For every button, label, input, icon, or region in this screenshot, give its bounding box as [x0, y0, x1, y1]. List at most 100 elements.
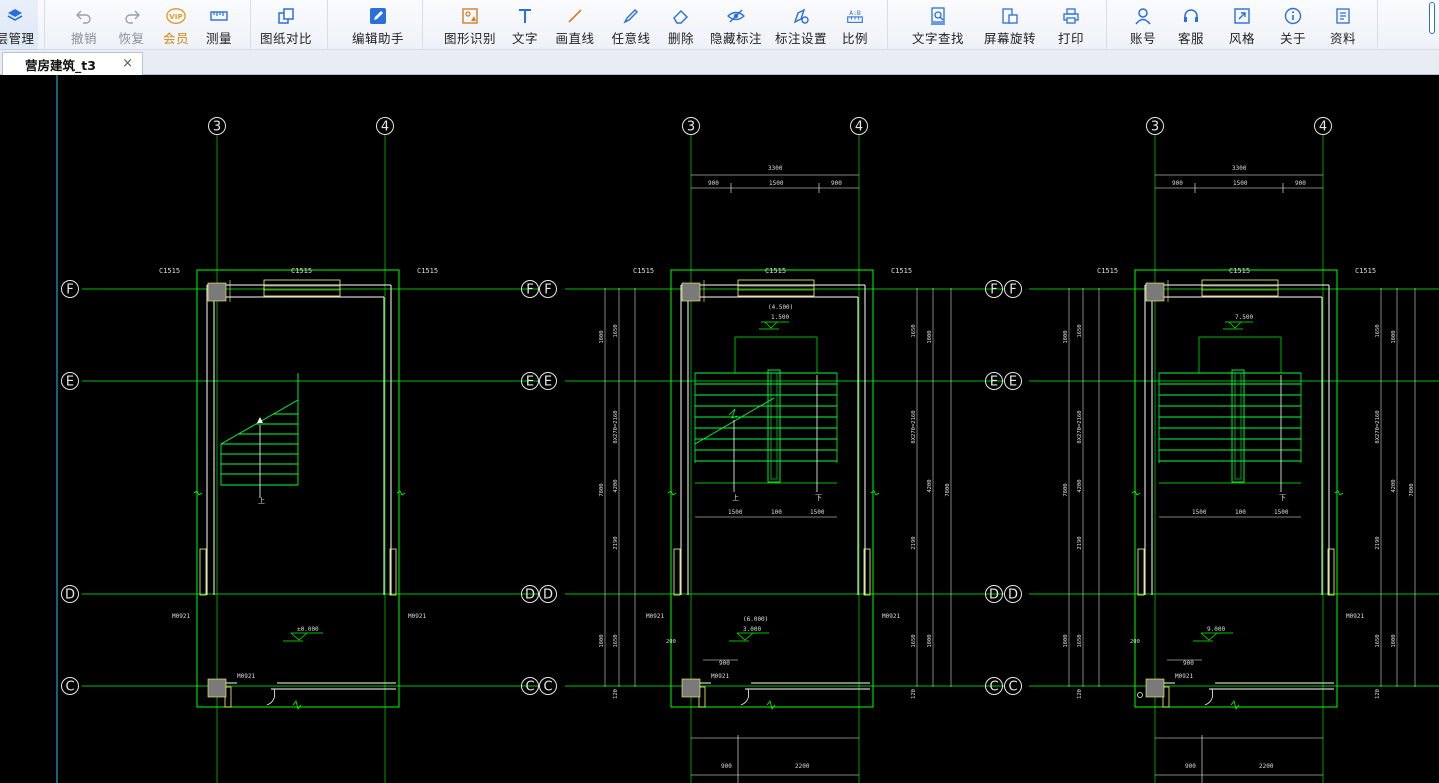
axis-label: E	[526, 375, 534, 390]
dim-right: 1650	[1375, 634, 1381, 647]
print-button[interactable]: 打印	[1046, 0, 1096, 50]
dim-left: 1800	[599, 330, 605, 343]
tab-title: 营房建筑_t3	[25, 57, 96, 73]
axis-label: D	[989, 588, 999, 603]
dim-mid-right: 1500	[810, 509, 825, 516]
svg-text:VIP: VIP	[169, 12, 183, 21]
dim-left: 1800	[1063, 330, 1069, 343]
axis-bubble-3: 3	[1146, 117, 1164, 135]
dim-left: 8X270=2160	[613, 410, 619, 443]
dim-left: 120	[1077, 689, 1083, 699]
shape-recognize-button[interactable]: 图形识别	[437, 0, 503, 50]
account-button[interactable]: 账号	[1121, 0, 1165, 50]
axis-bubble-3: 3	[208, 117, 226, 135]
style-button[interactable]: 风格	[1217, 0, 1267, 50]
dim-top-2: 1500	[1233, 180, 1248, 187]
dim-right: 1650	[911, 324, 917, 337]
text-search-button[interactable]: 文字查找	[902, 0, 974, 50]
axis-label: D	[543, 588, 553, 603]
axis-bubble-4: 4	[1314, 117, 1332, 135]
toolbar-label: 资料	[1329, 31, 1356, 46]
dim-bottom-2: 2200	[795, 763, 810, 770]
document-tab-bar: 营房建筑_t3 ×	[0, 50, 1439, 75]
axis-label: F	[66, 283, 73, 298]
info-icon	[1283, 6, 1303, 26]
axis-bubble	[1004, 280, 1022, 298]
axis-bubble	[985, 372, 1003, 390]
window-label-top: C1515	[291, 267, 312, 275]
dim-left: 7800	[599, 483, 605, 496]
dim-right: 1800	[1391, 330, 1397, 343]
edit-helper-button[interactable]: 编辑助手	[344, 0, 412, 50]
redo-button[interactable]: 恢复	[109, 0, 154, 50]
elevation-symbol	[736, 632, 769, 641]
dim-bottom-1: 900	[1185, 763, 1196, 770]
axis-label: 4	[381, 120, 389, 135]
toolbar-label: 比例	[841, 31, 868, 46]
axis-bubble-f: F	[61, 280, 79, 298]
compare-icon	[276, 6, 296, 26]
plan-outline	[1134, 269, 1338, 708]
style-icon	[1232, 6, 1252, 26]
break-mark	[396, 490, 406, 496]
elevation-upper: 7.500	[1235, 314, 1253, 321]
annotation-settings-button[interactable]: 标注设置	[769, 0, 833, 50]
undo-icon	[74, 6, 94, 26]
undo-button[interactable]: 撤销	[59, 0, 109, 50]
toolbar-label: 任意线	[611, 31, 651, 46]
axis-label: F	[1009, 283, 1016, 298]
axis-label: C	[989, 680, 998, 695]
dim-left: 1650	[1077, 634, 1083, 647]
axis-bubble-d: D	[61, 585, 79, 603]
info-button[interactable]: 关于	[1267, 0, 1319, 50]
elevation-symbol	[290, 632, 323, 641]
break-mark	[766, 700, 776, 710]
door-label-left: M0921	[646, 613, 664, 620]
axis-label: E	[544, 375, 552, 390]
stair-well-inner	[770, 372, 778, 480]
layers-button[interactable]: 层管理	[0, 0, 38, 50]
close-icon[interactable]: ×	[122, 56, 133, 71]
axis-label: D	[1008, 588, 1018, 603]
axis-bubble-f: F	[985, 280, 1003, 298]
door-swing	[1204, 688, 1214, 706]
headset-button[interactable]: 客服	[1165, 0, 1217, 50]
stair-well-inner	[1234, 372, 1242, 480]
tab-document-active[interactable]: 营房建筑_t3 ×	[2, 52, 143, 75]
compare-button[interactable]: 图纸对比	[255, 0, 317, 50]
toolbar-scroll-handle[interactable]	[1429, 2, 1435, 34]
axis-bubble	[208, 117, 226, 135]
scale-button[interactable]: A:B 比例	[833, 0, 877, 50]
toolbar-label: 测量	[205, 31, 232, 46]
ruler-button[interactable]: 测量	[198, 0, 240, 50]
dim-left: 1650	[1077, 324, 1083, 337]
dim-mid-right: 1500	[1274, 509, 1289, 516]
door-label-right: M0921	[882, 613, 900, 620]
rotate-screen-button[interactable]: 屏幕旋转	[974, 0, 1046, 50]
dim-left: 4200	[613, 479, 619, 492]
dim-total: 3300	[768, 165, 783, 172]
stair-break-line	[694, 397, 775, 445]
dim-left: 2190	[613, 536, 619, 549]
door-label-bottom: M0921	[711, 673, 729, 680]
dim-mid-left: 1500	[728, 509, 743, 516]
text-button[interactable]: 文字	[503, 0, 547, 50]
freehand-button[interactable]: 任意线	[603, 0, 659, 50]
axis-bubble	[985, 585, 1003, 603]
column	[681, 678, 701, 698]
dim-bottom-2: 2200	[1259, 763, 1274, 770]
docs-button[interactable]: 资料	[1319, 0, 1367, 50]
svg-text:A:B: A:B	[849, 10, 861, 17]
axis-bubble-e: E	[539, 372, 557, 390]
stair-down-label: 下	[815, 494, 822, 502]
toolbar-label: 层管理	[0, 31, 35, 46]
marker-circle	[1137, 692, 1143, 698]
line-button[interactable]: 画直线	[547, 0, 603, 50]
eraser-icon	[671, 6, 691, 26]
layers-icon	[5, 6, 25, 26]
hide-annotation-button[interactable]: 隐藏标注	[703, 0, 769, 50]
window-label-top: C1515	[765, 267, 786, 275]
eraser-button[interactable]: 删除	[659, 0, 703, 50]
